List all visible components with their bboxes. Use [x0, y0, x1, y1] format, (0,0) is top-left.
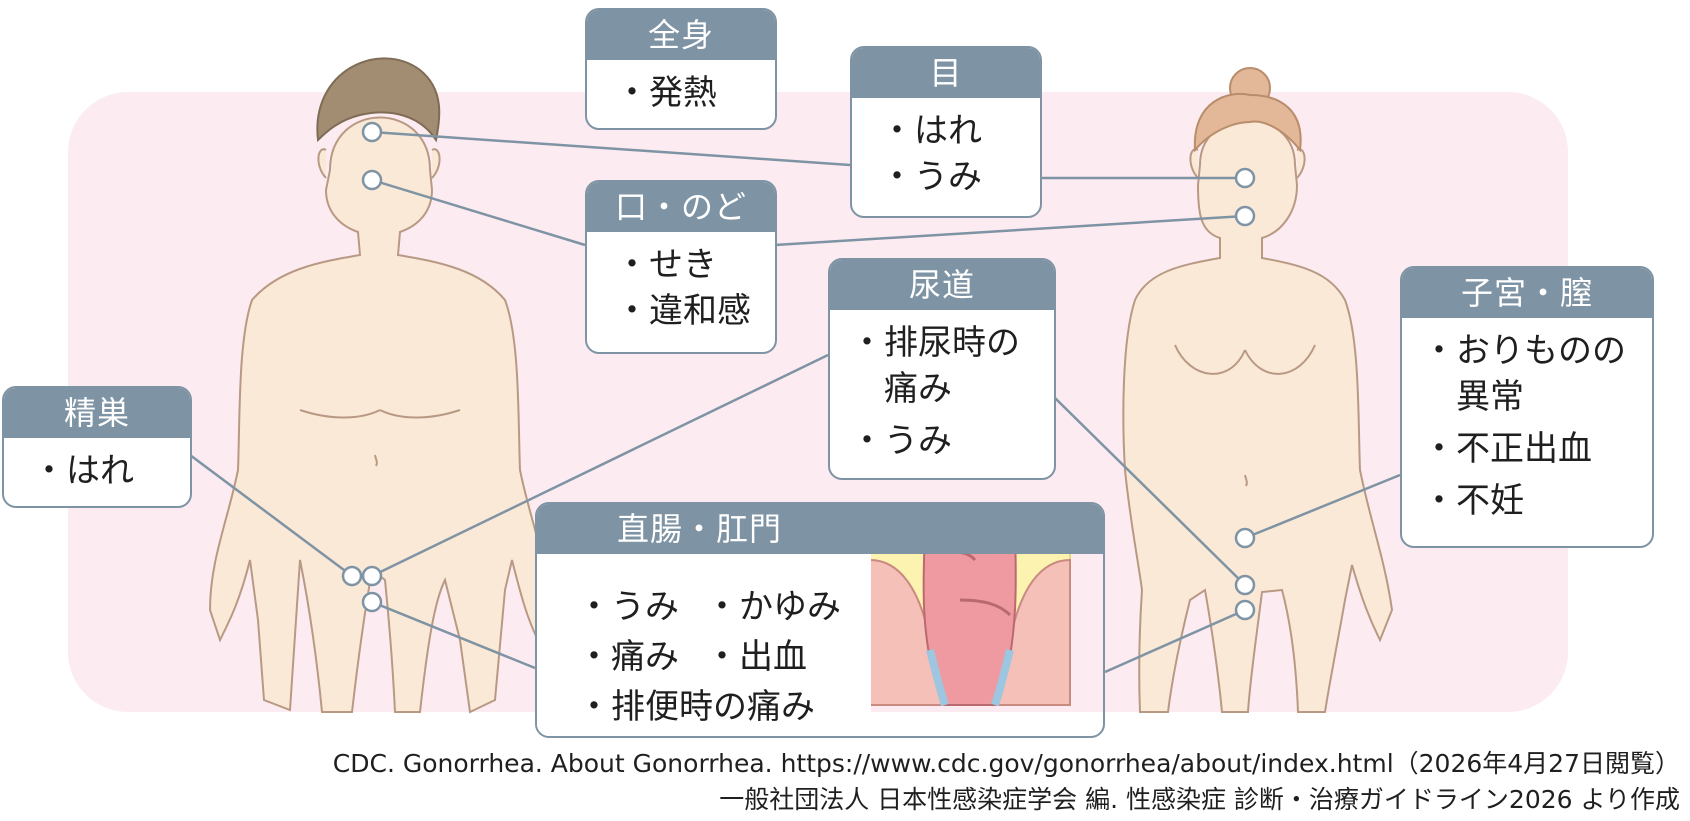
symptom-item: 排便時の痛み	[577, 684, 855, 730]
female-uterus-point	[1234, 527, 1256, 549]
box-mouth-throat-title: 口・のど	[587, 182, 775, 232]
male-figure	[208, 116, 550, 714]
symptom-item: 不妊	[1422, 478, 1652, 524]
symptom-item: 不正出血	[1422, 426, 1652, 472]
box-mouth-throat: 口・のど せき 違和感	[585, 180, 777, 354]
box-whole-body-title: 全身	[587, 10, 775, 60]
symptom-item: おりものの 異常	[1422, 328, 1652, 420]
female-hair	[1193, 67, 1302, 153]
symptom-item: うみ	[880, 154, 1040, 200]
box-testis-title: 精巣	[4, 388, 190, 438]
box-urethra: 尿道 排尿時の 痛み うみ	[828, 258, 1056, 480]
symptom-item: 違和感	[615, 288, 775, 334]
female-urethra-point	[1234, 574, 1256, 596]
symptom-item: かゆみ	[705, 584, 855, 630]
male-anus-point	[361, 591, 383, 613]
female-anus-point	[1234, 599, 1256, 621]
leader-lines	[189, 130, 1401, 674]
box-whole-body: 全身 発熱	[585, 8, 777, 130]
box-eye-title: 目	[852, 48, 1040, 98]
male-urethra-point	[361, 565, 383, 587]
box-rectum-anus-title: 直腸・肛門	[537, 504, 1103, 554]
source-citation-1: CDC. Gonorrhea. About Gonorrhea. https:/…	[332, 749, 1680, 778]
box-urethra-title: 尿道	[830, 260, 1054, 310]
symptom-item: 痛み	[577, 634, 705, 680]
male-eye-point	[361, 121, 383, 143]
rectum-illustration	[869, 521, 1071, 707]
anchor-points	[341, 121, 1256, 621]
female-figure	[1122, 119, 1394, 713]
box-uterus-vagina-title: 子宮・膣	[1402, 268, 1652, 318]
box-uterus-vagina: 子宮・膣 おりものの 異常 不正出血 不妊	[1400, 266, 1654, 548]
male-hair	[316, 57, 441, 143]
symptom-item: せき	[615, 242, 775, 288]
male-mouth-point	[361, 169, 383, 191]
rectum-symptom-list: うみ かゆみ 痛み 出血 排便時の痛み	[577, 584, 855, 730]
symptom-item: 排尿時の 痛み	[850, 320, 1054, 412]
box-eye: 目 はれ うみ	[850, 46, 1042, 218]
male-testis-point	[341, 565, 363, 587]
box-testis: 精巣 はれ	[2, 386, 192, 508]
female-mouth-point	[1234, 205, 1256, 227]
symptom-item: 発熱	[615, 70, 775, 116]
symptom-item: はれ	[32, 448, 190, 494]
box-rectum-anus: 直腸・肛門 うみ かゆみ 痛み 出血 排便時の痛み	[535, 502, 1105, 738]
symptom-item: 出血	[705, 634, 855, 680]
symptom-item: はれ	[880, 108, 1040, 154]
female-eye-point	[1234, 167, 1256, 189]
symptom-item: うみ	[850, 418, 1054, 464]
source-citation-2: 一般社団法人 日本性感染症学会 編. 性感染症 診断・治療ガイドライン2026 …	[719, 785, 1680, 814]
symptom-item: うみ	[577, 584, 705, 630]
